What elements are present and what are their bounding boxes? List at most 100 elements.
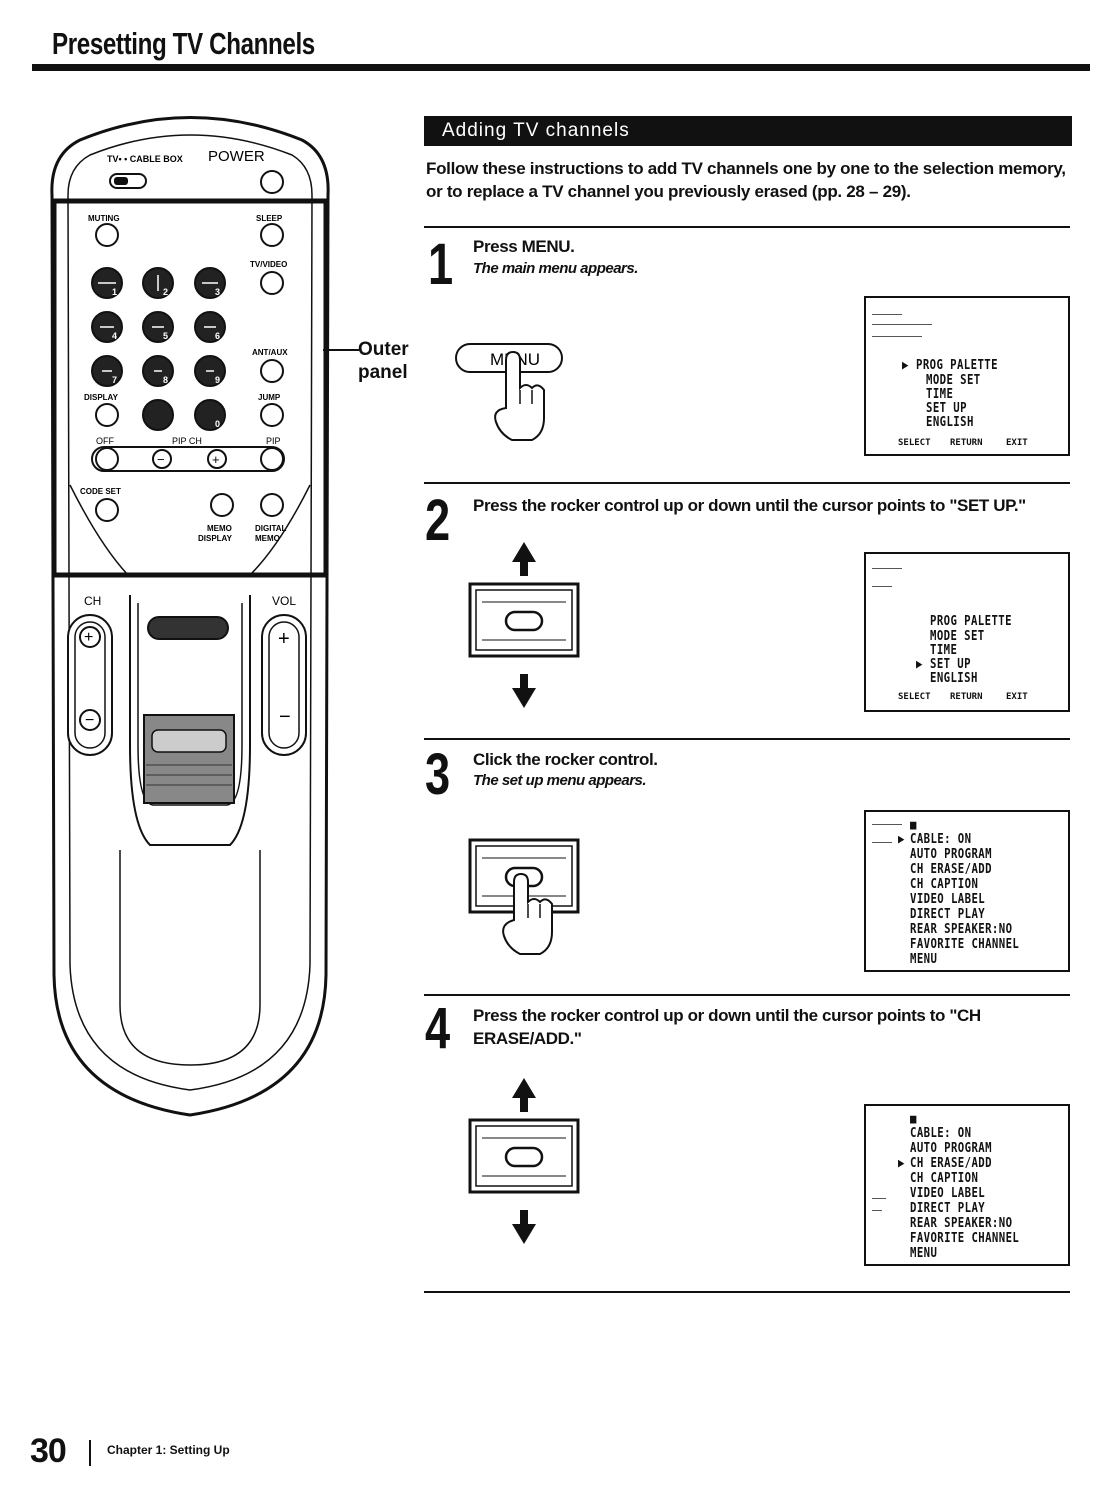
step-1-menu-cursor: ▶ <box>902 358 909 373</box>
step-1-footer-select: SELECT <box>898 438 931 448</box>
key-0: 0 <box>215 419 220 429</box>
step-1-number: 1 <box>428 232 453 297</box>
step-2-menu-item-0: PROG PALETTE <box>930 614 1012 629</box>
label-muting: MUTING <box>88 214 120 223</box>
step-4-menu-item-7: FAVORITE CHANNEL <box>910 1231 1020 1246</box>
step-2-footer-return: RETURN <box>950 692 983 702</box>
key-9: 9 <box>215 375 220 385</box>
key-4: 4 <box>112 331 117 341</box>
step-2-rule <box>424 482 1070 484</box>
step-1-footer-exit: EXIT <box>1006 438 1028 448</box>
label-vol-minus: − <box>279 706 291 728</box>
label-pip-ch: PIP CH <box>172 436 202 446</box>
menu-button-press-illustration: MENU <box>455 343 563 441</box>
label-tv-cable: TV• • CABLE BOX <box>107 154 183 164</box>
label-off: OFF <box>96 436 114 446</box>
step-4-tv-screen: ■ CABLE: ON AUTO PROGRAM ▶ CH ERASE/ADD … <box>864 1104 1070 1266</box>
step-4-menu-item-6: REAR SPEAKER:NO <box>910 1216 1013 1231</box>
step-4-menu-item-0: CABLE: ON <box>910 1126 972 1141</box>
label-ant-aux: ANT/AUX <box>252 348 288 357</box>
footer-divider <box>89 1440 91 1466</box>
key-1: 1 <box>112 287 117 297</box>
page-number: 30 <box>30 1432 67 1470</box>
step-3-menu-item-7: FAVORITE CHANNEL <box>910 937 1020 952</box>
step-3-menu-item-0: CABLE: ON <box>910 832 972 847</box>
bottom-rule <box>424 1291 1070 1293</box>
label-pip: PIP <box>266 436 281 446</box>
key-6: 6 <box>215 331 220 341</box>
step-3-menu-item-5: DIRECT PLAY <box>910 907 986 922</box>
step-3-menu-item-8: MENU <box>910 952 938 967</box>
step-2-menu-item-3: SET UP <box>930 657 971 672</box>
step-3-text: Click the rocker control. <box>473 750 658 769</box>
label-memo: MEMO <box>207 524 232 533</box>
key-5: 5 <box>163 331 168 341</box>
step-4-menu-item-2: CH ERASE/ADD <box>910 1156 992 1171</box>
step-3-menu-item-1: AUTO PROGRAM <box>910 847 992 862</box>
step-2-menu-item-2: TIME <box>930 643 958 658</box>
step-1-text: Press MENU. <box>473 237 575 256</box>
label-code-set: CODE SET <box>80 487 121 496</box>
step-3-rule <box>424 738 1070 740</box>
step-2-tv-screen: PROG PALETTE MODE SET TIME ▶ SET UP ENGL… <box>864 552 1070 712</box>
step-3-menu-item-2: CH ERASE/ADD <box>910 862 992 877</box>
step-3-tv-screen: ■ ▶ CABLE: ON AUTO PROGRAM CH ERASE/ADD … <box>864 810 1070 972</box>
step-1-menu-item-4: ENGLISH <box>926 415 974 430</box>
key-3: 3 <box>215 287 220 297</box>
label-ch-minus: − <box>85 712 94 729</box>
label-vol-plus: + <box>278 628 290 650</box>
outer-panel-label: Outer panel <box>358 339 409 383</box>
step-1-footer-return: RETURN <box>950 438 983 448</box>
label-jump: JUMP <box>258 393 281 402</box>
label-tv-video: TV/VIDEO <box>250 260 287 269</box>
step-3-number: 3 <box>425 742 450 807</box>
label-vol: VOL <box>272 594 296 608</box>
title-rule <box>32 64 1090 71</box>
outer-panel-pointer <box>323 349 359 351</box>
section-header: Adding TV channels <box>424 116 1072 146</box>
step-1-rule <box>424 226 1070 228</box>
label-ch-plus: + <box>84 629 93 646</box>
step-2-menu-cursor: ▶ <box>916 657 923 672</box>
step-4-text: Press the rocker control up or down unti… <box>473 1006 981 1048</box>
step-3-menu-item-4: VIDEO LABEL <box>910 892 986 907</box>
step-3-subtext: The set up menu appears. <box>473 772 647 789</box>
rocker-up-down-illustration-2 <box>468 1078 580 1244</box>
step-2-menu-item-1: MODE SET <box>930 629 985 644</box>
step-4-menu-item-8: MENU <box>910 1246 938 1261</box>
label-memo-display: DISPLAY <box>198 534 233 543</box>
step-1-menu-item-1: MODE SET <box>926 373 981 388</box>
key-8: 8 <box>163 375 168 385</box>
step-2-number: 2 <box>425 488 450 553</box>
label-pip-plus: + <box>212 452 220 467</box>
step-1-menu-item-2: TIME <box>926 387 954 402</box>
step-4-menu-item-3: CH CAPTION <box>910 1171 979 1186</box>
label-digital: DIGITAL <box>255 524 287 533</box>
step-1-subtext: The main menu appears. <box>473 260 638 277</box>
label-pip-minus: − <box>157 452 165 467</box>
step-2-footer-select: SELECT <box>898 692 931 702</box>
label-digital-memo: MEMO <box>255 534 280 543</box>
step-2-menu-item-4: ENGLISH <box>930 671 978 686</box>
step-4-menu-header-icon: ■ <box>910 1112 917 1127</box>
key-2: 2 <box>163 287 168 297</box>
label-power: POWER <box>208 148 265 165</box>
section-title: Adding TV channels <box>442 120 630 141</box>
rocker-click-illustration <box>468 838 580 955</box>
remote-control-illustration: TV• • CABLE BOX POWER MUTING SLEEP TV/VI… <box>50 116 330 1117</box>
chapter-label: Chapter 1: Setting Up <box>107 1443 230 1457</box>
step-4-menu-item-5: DIRECT PLAY <box>910 1201 986 1216</box>
step-3-menu-header-icon: ■ <box>910 818 917 833</box>
step-4-menu-cursor: ▶ <box>898 1156 905 1171</box>
label-sleep: SLEEP <box>256 214 283 223</box>
rocker-up-down-illustration-1 <box>468 542 580 708</box>
label-display: DISPLAY <box>84 393 119 402</box>
key-7: 7 <box>112 375 117 385</box>
step-1-menu-item-0: PROG PALETTE <box>916 358 998 373</box>
label-ch: CH <box>84 594 101 608</box>
step-3-menu-item-6: REAR SPEAKER:NO <box>910 922 1013 937</box>
step-3-menu-cursor: ▶ <box>898 832 905 847</box>
step-1-tv-screen: ▶ PROG PALETTE MODE SET TIME SET UP ENGL… <box>864 296 1070 456</box>
step-2-footer-exit: EXIT <box>1006 692 1028 702</box>
step-4-menu-item-1: AUTO PROGRAM <box>910 1141 992 1156</box>
